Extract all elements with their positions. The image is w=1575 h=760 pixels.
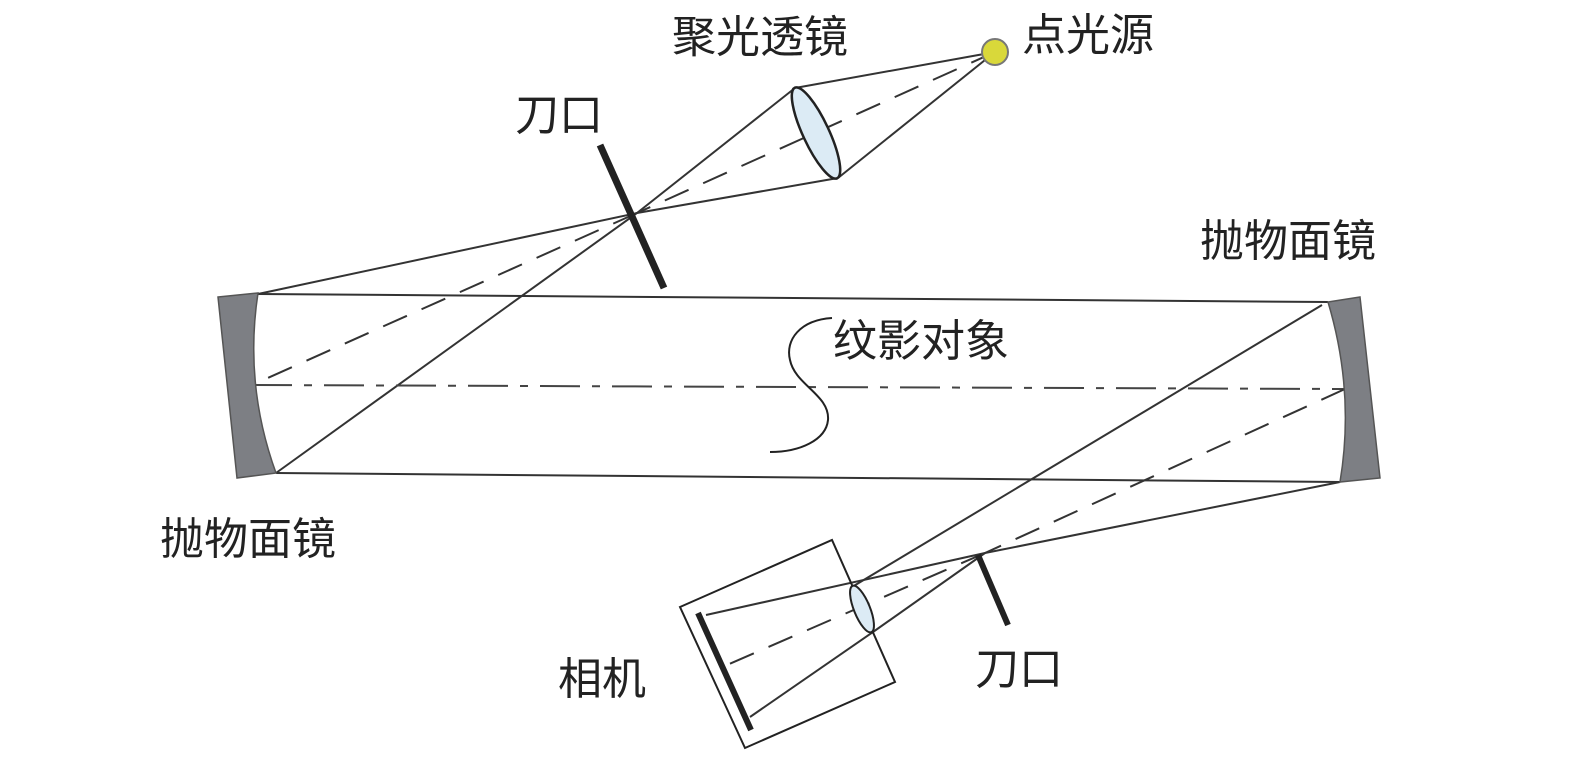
beam-top [257,293,1329,303]
ray-focus-mirror-top [257,212,638,295]
label-schlieren-object: 纹影对象 [833,316,1009,367]
ray-camera-bottom-inner [749,631,874,718]
ray-focus-mirror-bottom [275,212,638,474]
ray-lens-focus-bottom [636,177,839,214]
optical-axis-camera [719,552,986,669]
label-parabolic-mirror-right: 抛物面镜 [1200,216,1376,267]
label-camera: 相机 [558,654,646,705]
ray-mirror-focus-bottom [984,481,1341,554]
ray-source-lens-top [794,51,996,89]
knife-edge-bottom [975,553,1011,627]
label-knife-edge-top: 刀口 [515,90,603,141]
point-source [981,38,1009,66]
parabolic-mirror-left [217,292,278,479]
beam-axis [251,384,1346,390]
beam-bottom [275,472,1341,483]
parabolic-mirror-right [1327,296,1381,483]
condenser-lens [790,86,842,180]
knife-edge-top [596,143,668,290]
schlieren-object-curve [769,317,833,453]
camera-sensor [695,611,754,732]
optical-axis-source [636,51,996,214]
label-point-source: 点光源 [1022,10,1154,61]
label-parabolic-mirror-left: 抛物面镜 [160,514,336,565]
ray-camera-bottom [872,552,986,633]
camera-lens [849,584,875,634]
label-condenser-lens: 聚光透镜 [672,12,848,63]
ray-source-lens-bottom [837,51,996,179]
ray-mirror-focus-top [851,304,1323,588]
optical-axis-focus [251,212,638,386]
label-knife-edge-bottom: 刀口 [975,644,1063,695]
ray-camera-top [705,552,986,616]
camera-body [678,538,897,750]
ray-lens-focus-top [636,87,796,214]
optical-axis-return [984,388,1346,554]
